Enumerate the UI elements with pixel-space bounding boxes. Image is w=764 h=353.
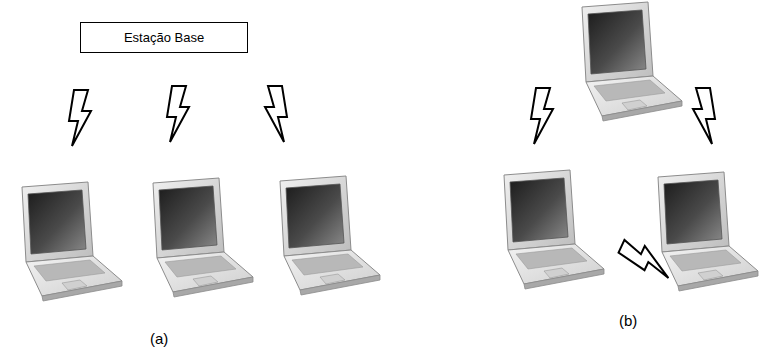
wireless-bolt <box>265 86 287 142</box>
panel-label: (b) <box>619 312 637 329</box>
laptop-icon <box>22 182 122 301</box>
wireless-bolt <box>69 90 91 146</box>
laptop-icon <box>582 2 682 121</box>
wireless-bolt <box>693 88 715 144</box>
laptop-icon <box>280 176 380 295</box>
laptop-icon <box>658 172 758 291</box>
wireless-bolt <box>167 86 189 142</box>
wireless-bolt <box>616 237 676 281</box>
base-station-box: Estação Base <box>80 22 248 53</box>
node-label: Estação Base <box>124 30 204 46</box>
laptop-icon <box>153 178 253 297</box>
wireless-bolt <box>531 88 553 144</box>
panel-label: (a) <box>150 330 168 347</box>
laptop-icon <box>504 170 604 289</box>
